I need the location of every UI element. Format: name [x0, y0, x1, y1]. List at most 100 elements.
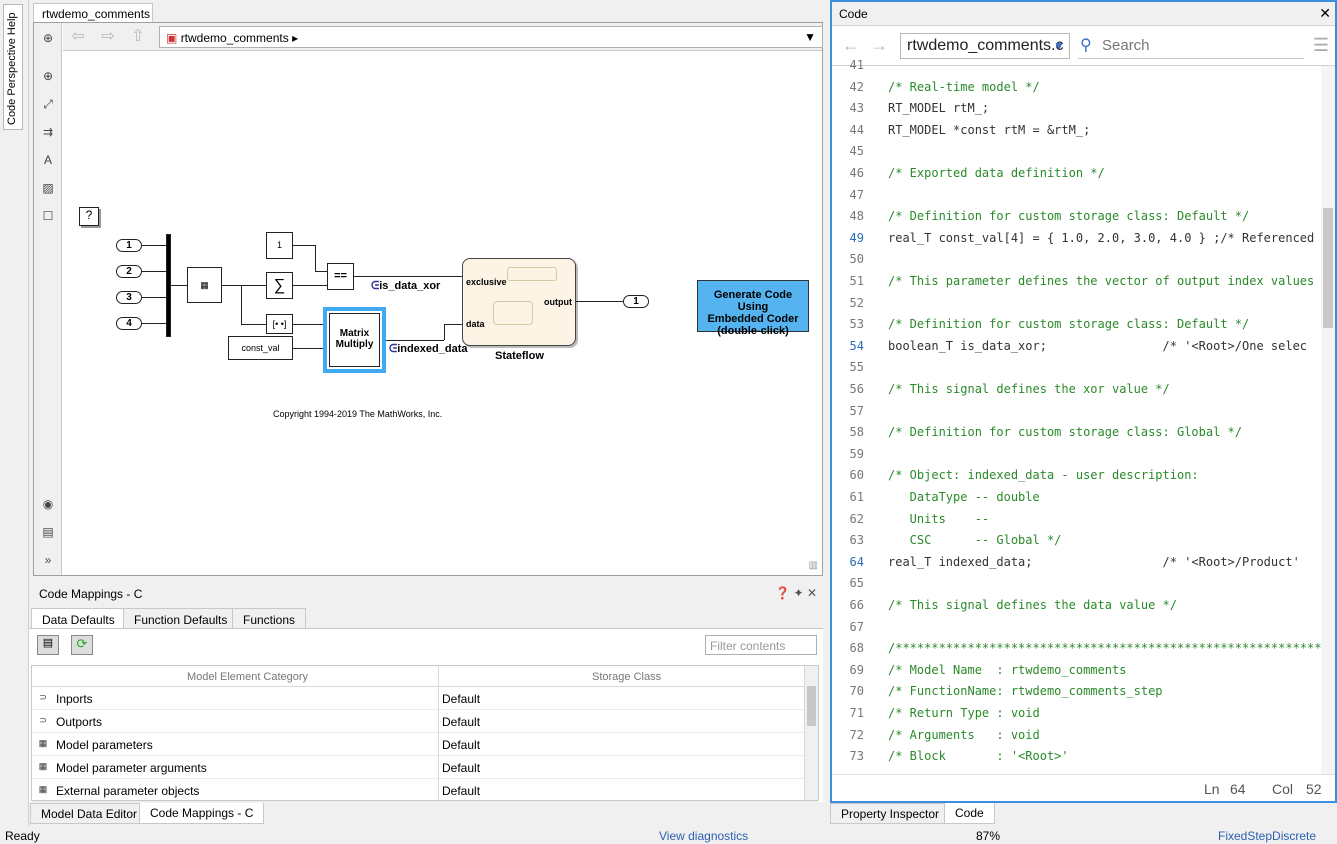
matrix-multiply-block[interactable]: Matrix Multiply	[323, 307, 386, 373]
forward-arrow-icon[interactable]: ⇨	[101, 28, 115, 45]
code-line[interactable]: 69/* Model Name : rtwdemo_comments	[832, 663, 1332, 685]
code-line[interactable]: 46/* Exported data definition */	[832, 166, 1332, 188]
signal-label-indexed-data[interactable]: ᕮindexed_data	[389, 343, 468, 355]
const-val-block[interactable]: const_val	[228, 336, 293, 360]
code-line[interactable]: 63 CSC -- Global */	[832, 533, 1332, 555]
refresh-icon[interactable]: ⟳	[71, 635, 93, 655]
code-line[interactable]: 53/* Definition for custom storage class…	[832, 317, 1332, 339]
bitwise-block[interactable]: [• •]	[266, 314, 293, 334]
tab-model-data-editor[interactable]: Model Data Editor	[30, 803, 149, 824]
inport-4[interactable]: 4	[116, 317, 142, 330]
tab-functions[interactable]: Functions	[232, 608, 307, 629]
tab-data-defaults[interactable]: Data Defaults	[31, 608, 126, 629]
resize-grip-icon[interactable]: ▥	[808, 560, 818, 571]
arrow-icon[interactable]: ⇉	[42, 125, 54, 139]
code-line[interactable]: 71/* Return Type : void	[832, 706, 1332, 728]
back-arrow-icon[interactable]: ←	[842, 35, 860, 55]
code-line[interactable]: 56/* This signal defines the xor value *…	[832, 382, 1332, 404]
code-line[interactable]: 65	[832, 576, 1332, 598]
code-line[interactable]: 57	[832, 404, 1332, 426]
code-line[interactable]: 42/* Real-time model */	[832, 80, 1332, 102]
zoom-in-icon[interactable]: ⊕	[42, 69, 54, 83]
code-line[interactable]: 66/* This signal defines the data value …	[832, 598, 1332, 620]
code-line[interactable]: 68/*************************************…	[832, 641, 1332, 663]
inport-2[interactable]: 2	[116, 265, 142, 278]
tab-function-defaults[interactable]: Function Defaults	[123, 608, 239, 629]
constant-block[interactable]: 1	[266, 232, 293, 259]
row-storage[interactable]: Default	[442, 738, 481, 752]
code-line[interactable]: 48/* Definition for custom storage class…	[832, 209, 1332, 231]
view-diagnostics-link[interactable]: View diagnostics	[659, 829, 749, 843]
relational-operator-block[interactable]: ==	[327, 263, 354, 290]
annotation-icon[interactable]: A	[43, 153, 52, 167]
area-icon[interactable]: ☐	[42, 209, 54, 223]
scroll-thumb[interactable]	[1323, 208, 1333, 328]
file-select[interactable]: rtwdemo_comments.c▼	[900, 33, 1070, 59]
dropdown-arrow-icon[interactable]: ▼	[804, 30, 816, 44]
stateflow-chart[interactable]: exclusive data output	[462, 258, 576, 346]
code-line[interactable]: 52	[832, 296, 1332, 318]
mux-block[interactable]	[166, 234, 171, 337]
code-line[interactable]: 70/* FunctionName: rtwdemo_comments_step	[832, 684, 1332, 706]
solver-link[interactable]: FixedStepDiscrete	[1218, 829, 1317, 843]
selector-block[interactable]: ▦	[187, 267, 222, 303]
code-line[interactable]: 72/* Arguments : void	[832, 728, 1332, 750]
outport-1[interactable]: 1	[623, 295, 649, 308]
configure-icon[interactable]: ▤	[37, 635, 59, 655]
menu-icon[interactable]: ☰	[1312, 35, 1329, 55]
code-line[interactable]: 55	[832, 360, 1332, 382]
row-storage[interactable]: Default	[442, 692, 481, 706]
row-storage[interactable]: Default	[442, 784, 481, 798]
hide-explorer-icon[interactable]: ⊕	[42, 31, 54, 45]
code-scrollbar[interactable]	[1321, 66, 1335, 774]
code-line[interactable]: 62 Units --	[832, 512, 1332, 534]
inport-3[interactable]: 3	[116, 291, 142, 304]
table-scrollbar[interactable]	[804, 666, 818, 800]
filter-input[interactable]: Filter contents	[705, 635, 817, 655]
more-icon[interactable]: »	[44, 553, 52, 567]
camera-icon[interactable]: ◉	[42, 497, 54, 511]
tab-property-inspector[interactable]: Property Inspector	[830, 803, 951, 824]
code-line[interactable]: 60/* Object: indexed_data - user descrip…	[832, 468, 1332, 490]
close-icon[interactable]: ✕	[806, 586, 817, 600]
code-line[interactable]: 58/* Definition for custom storage class…	[832, 425, 1332, 447]
code-line[interactable]: 61 DataType -- double	[832, 490, 1332, 512]
help-block[interactable]: ?	[79, 207, 99, 226]
code-line[interactable]: 45	[832, 144, 1332, 166]
code-perspective-help-tab[interactable]: Code Perspective Help	[3, 4, 23, 130]
tab-code-mappings[interactable]: Code Mappings - C	[139, 803, 265, 824]
search-input[interactable]: ⚲Search	[1078, 33, 1304, 59]
scroll-thumb[interactable]	[807, 686, 816, 726]
breadcrumb[interactable]: ▣ rtwdemo_comments ▸ ▼	[159, 26, 823, 48]
column-header-storage[interactable]: Storage Class	[592, 671, 662, 683]
code-line[interactable]: 50	[832, 252, 1332, 274]
pin-icon[interactable]: ✦	[793, 586, 804, 600]
editor-tab[interactable]: rtwdemo_comments	[33, 3, 153, 22]
code-line[interactable]: 73/* Block : '<Root>'	[832, 749, 1332, 771]
back-arrow-icon[interactable]: ⇦	[71, 28, 85, 45]
up-arrow-icon[interactable]: ⇧	[131, 28, 145, 45]
help-icon[interactable]: ❓	[775, 586, 791, 600]
signal-label-is-data-xor[interactable]: ᕮis_data_xor	[371, 280, 441, 292]
code-line[interactable]: 67	[832, 620, 1332, 642]
code-line[interactable]: 59	[832, 447, 1332, 469]
forward-arrow-icon[interactable]: →	[870, 35, 888, 55]
code-line[interactable]: 41	[832, 58, 1332, 80]
image-icon[interactable]: ▨	[42, 181, 54, 195]
close-icon[interactable]: ✕	[1319, 5, 1331, 21]
row-storage[interactable]: Default	[442, 761, 481, 775]
sum-block[interactable]: ∑	[266, 272, 293, 299]
code-line[interactable]: 47	[832, 188, 1332, 210]
code-line[interactable]: 51/* This parameter defines the vector o…	[832, 274, 1332, 296]
